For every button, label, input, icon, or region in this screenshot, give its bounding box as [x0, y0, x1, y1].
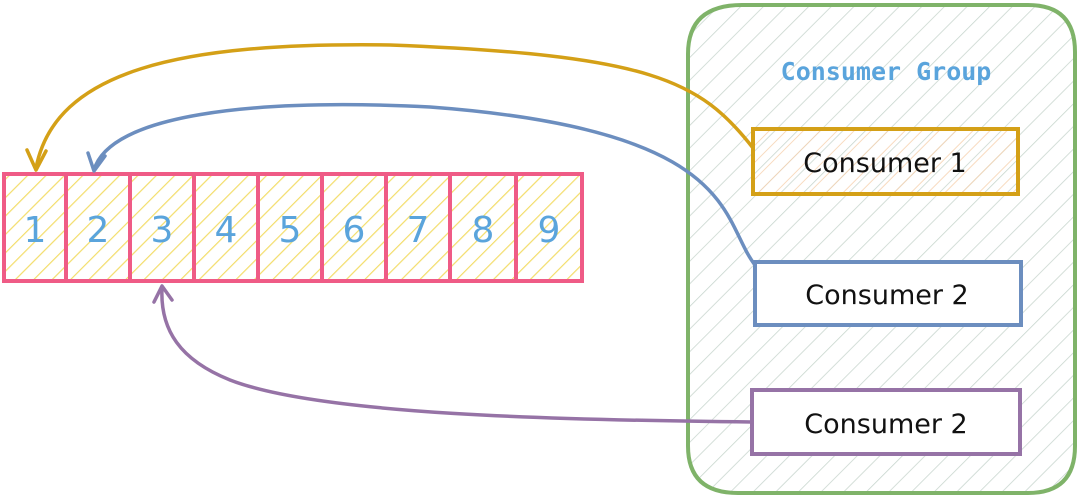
queue-cell-label: 6 — [343, 210, 366, 251]
consumer-1-label: Consumer 1 — [803, 148, 966, 179]
queue-cell: 4 — [192, 172, 260, 283]
consumer-2-arrow — [86, 102, 757, 267]
consumer-3-label: Consumer 2 — [804, 409, 967, 440]
consumer-2: Consumer 2 — [753, 260, 1023, 327]
queue-cell-label: 9 — [538, 210, 561, 251]
queue-cell-label: 5 — [279, 210, 302, 251]
queue-cell-label: 1 — [24, 210, 47, 251]
consumer-3: Consumer 2 — [750, 388, 1022, 456]
queue-cell: 9 — [514, 172, 584, 283]
queue-cell-label: 8 — [472, 210, 495, 251]
queue-cell-label: 2 — [87, 210, 110, 251]
consumer-1: Consumer 1 — [751, 127, 1020, 196]
queue-cell-label: 7 — [407, 210, 430, 251]
message-queue: 1 2 3 4 5 6 7 8 — [2, 172, 584, 283]
consumer-group-title: Consumer Group — [781, 57, 992, 86]
consumer-2-label: Consumer 2 — [805, 280, 968, 311]
consumer-1-box — [751, 127, 1020, 196]
queue-cell-label: 3 — [151, 210, 174, 251]
consumer-2-box — [753, 260, 1023, 327]
queue-cell: 2 — [64, 172, 132, 283]
queue-cell: 3 — [128, 172, 196, 283]
queue-cell: 6 — [320, 172, 388, 283]
consumer-1-arrow — [25, 43, 755, 172]
queue-cell: 1 — [2, 172, 68, 283]
consumer-3-arrow — [152, 284, 754, 424]
queue-cell: 8 — [448, 172, 518, 283]
queue-cell: 5 — [256, 172, 324, 283]
queue-cell: 7 — [384, 172, 452, 283]
queue-cell-label: 4 — [215, 210, 238, 251]
